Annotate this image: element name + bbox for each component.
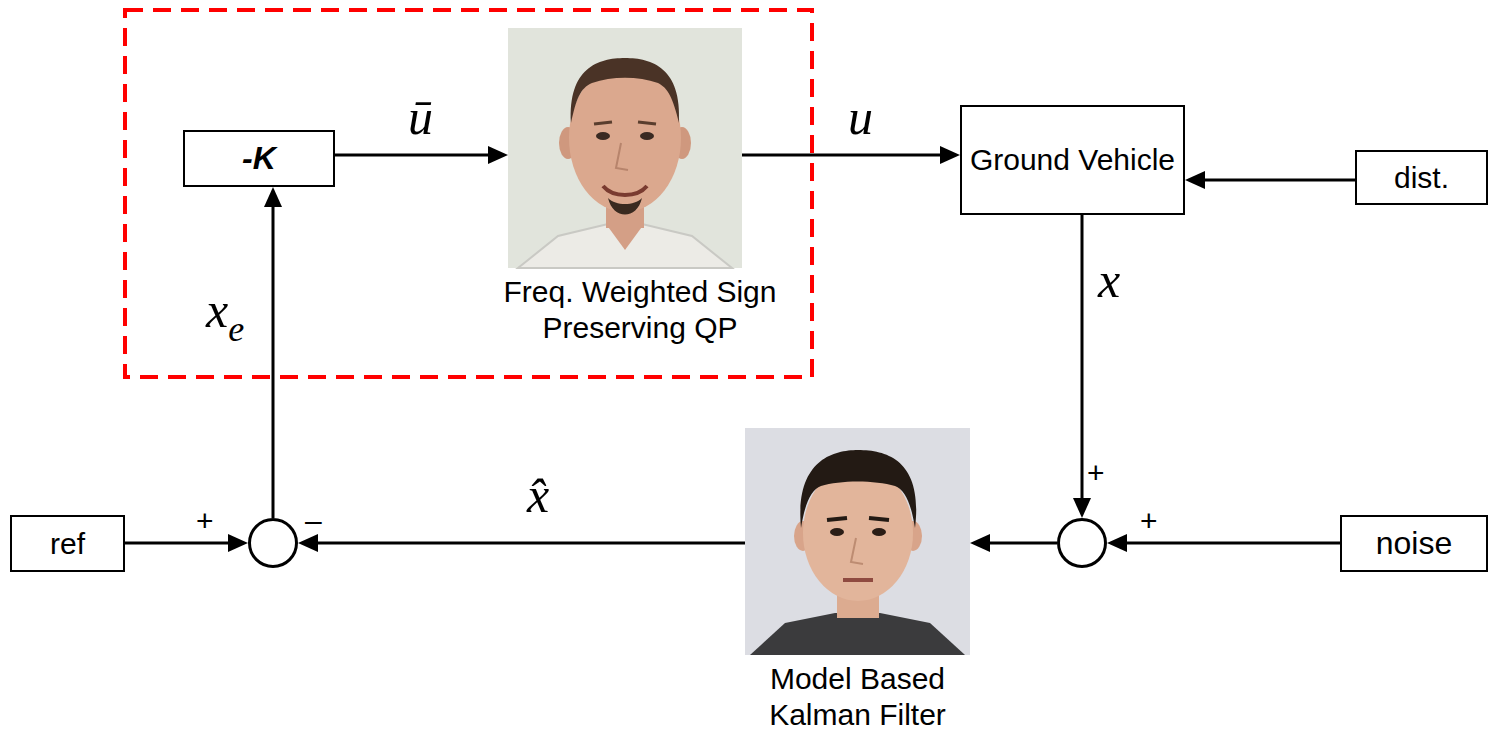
gain-block: -K bbox=[183, 130, 335, 187]
signal-arrow bbox=[125, 534, 248, 552]
estimator-photo: Model Based Kalman Filter bbox=[745, 428, 970, 655]
photo-caption: Model Based Kalman Filter bbox=[743, 661, 973, 733]
box-label: Ground Vehicle bbox=[970, 142, 1175, 178]
box-label: dist. bbox=[1394, 160, 1449, 196]
signal-arrow bbox=[264, 187, 282, 518]
input-box: dist. bbox=[1355, 150, 1488, 205]
signal-arrow bbox=[1107, 534, 1340, 552]
input-box: noise bbox=[1340, 515, 1488, 572]
signal-arrow bbox=[335, 146, 508, 164]
box-label: ref bbox=[50, 526, 85, 562]
summing-junction: +– bbox=[248, 518, 298, 568]
portrait-photo bbox=[745, 428, 970, 655]
signal-arrow bbox=[1185, 171, 1355, 189]
box-label: -K bbox=[242, 140, 276, 177]
optimizer-photo: Freq. Weighted Sign Preserving QP bbox=[508, 28, 742, 268]
summing-junction: ++ bbox=[1057, 518, 1107, 568]
input-box: ref bbox=[10, 515, 125, 572]
sign-label: – bbox=[305, 506, 322, 536]
controller-region bbox=[125, 10, 812, 377]
signal-name: x bbox=[1098, 255, 1120, 305]
signal-arrow bbox=[970, 534, 1057, 552]
signal-name: x̂ bbox=[527, 470, 549, 520]
plant-box: Ground Vehicle bbox=[960, 105, 1185, 215]
signal-arrow bbox=[298, 534, 745, 552]
sign-label: + bbox=[196, 506, 214, 536]
sign-label: + bbox=[1087, 458, 1105, 488]
signal-name: xe bbox=[206, 285, 244, 335]
sign-label: + bbox=[1140, 506, 1158, 536]
signal-name: ū bbox=[408, 92, 433, 142]
signal-arrow bbox=[742, 146, 960, 164]
portrait-photo bbox=[508, 28, 742, 268]
signal-name: u bbox=[848, 92, 873, 142]
photo-caption: Freq. Weighted Sign Preserving QP bbox=[498, 274, 783, 346]
box-label: noise bbox=[1376, 525, 1453, 562]
